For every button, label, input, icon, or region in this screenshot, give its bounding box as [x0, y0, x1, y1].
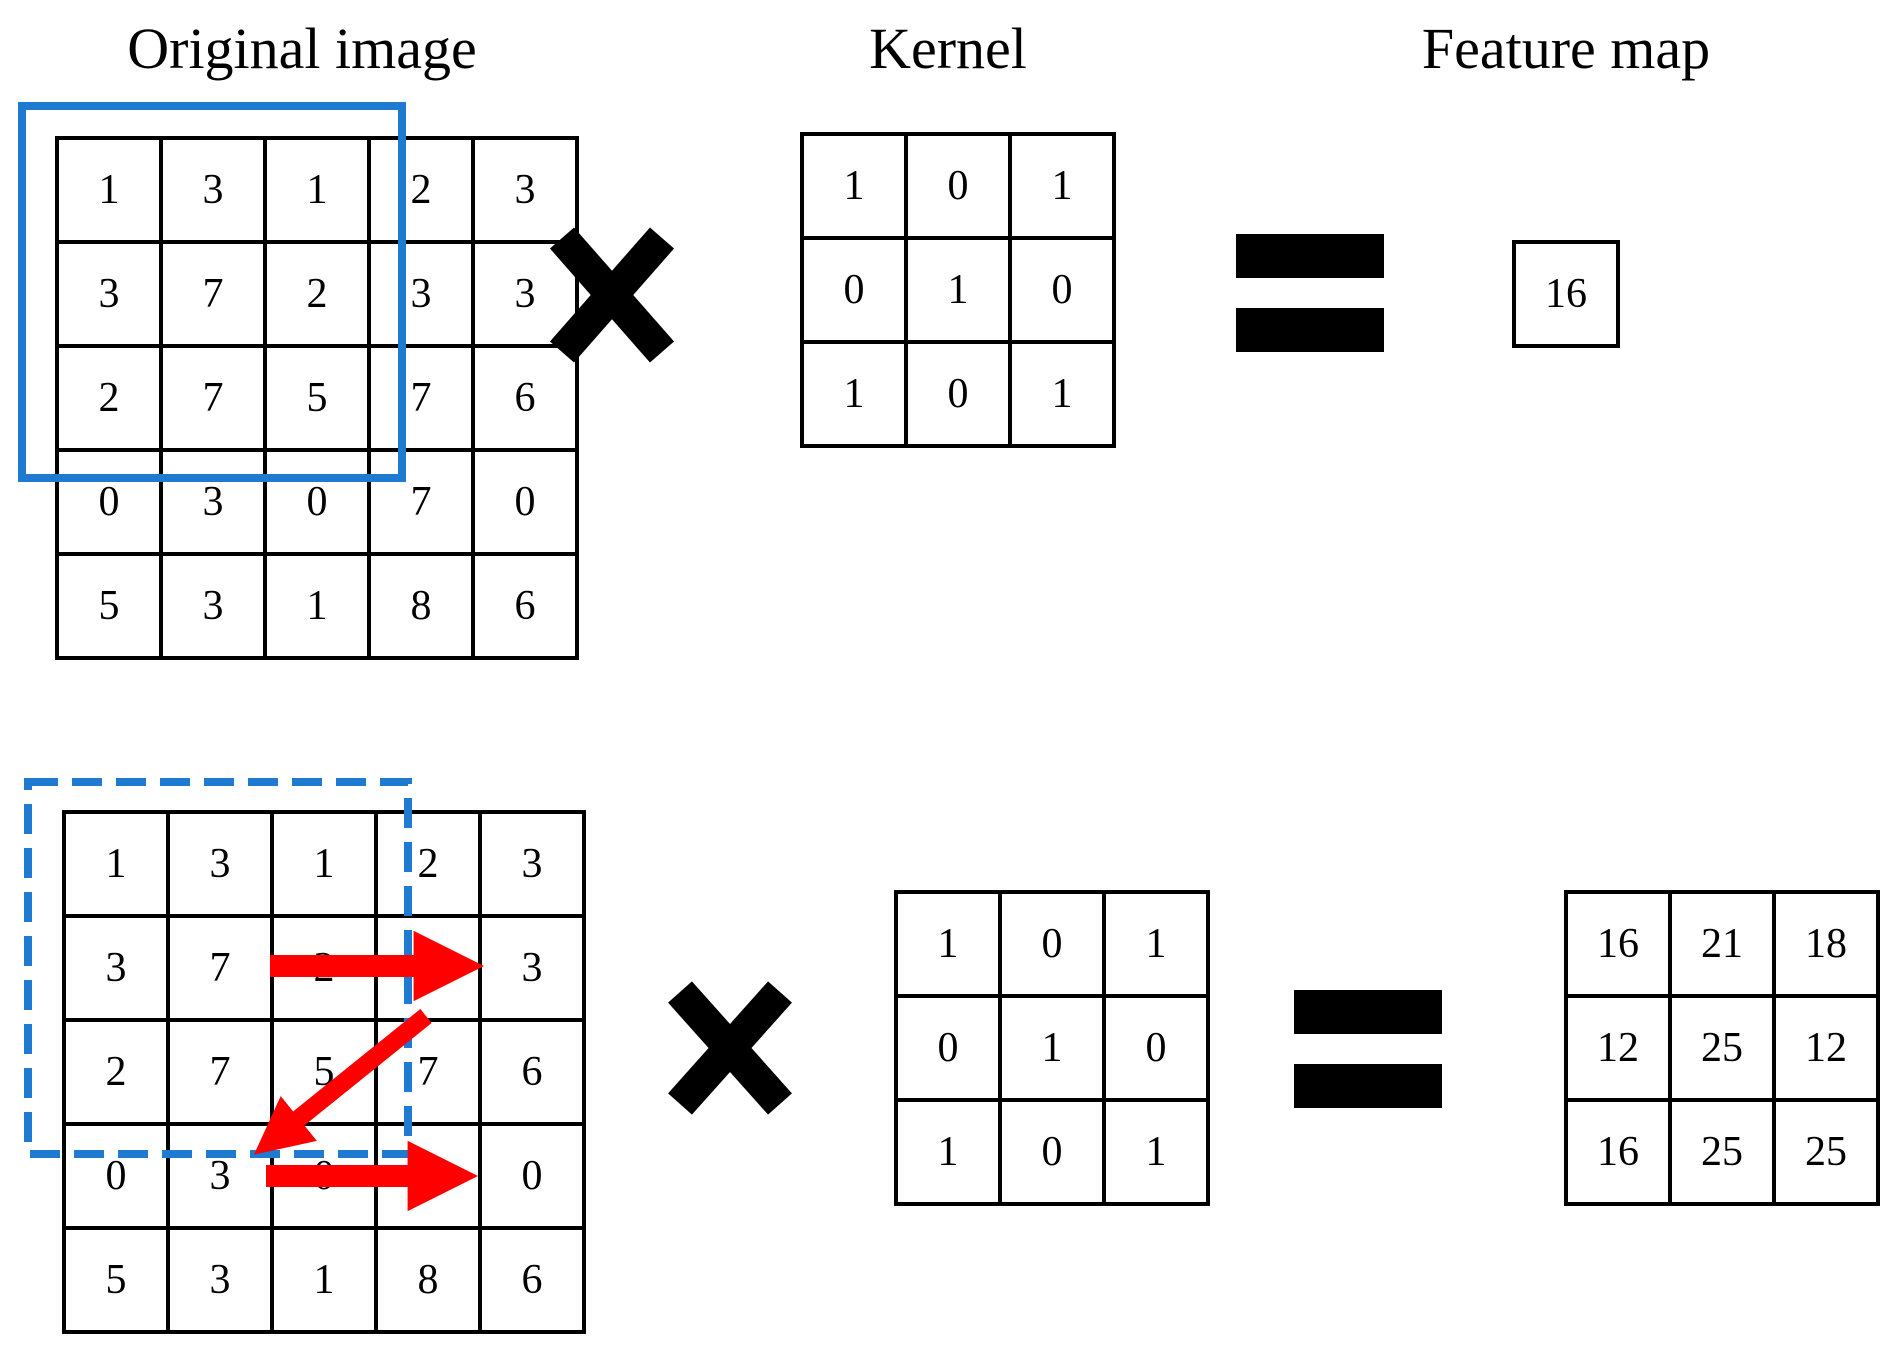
cell-value: 1 — [307, 167, 328, 213]
heading-feature-map: Feature map — [1421, 16, 1711, 81]
cell-value: 0 — [1042, 1129, 1063, 1175]
kernel-window-outline — [18, 102, 406, 482]
cell-value: 0 — [938, 1025, 959, 1071]
cell-value: 0 — [948, 371, 969, 417]
heading-kernel: Kernel — [869, 16, 1027, 81]
grid-cell — [471, 552, 579, 660]
cell-value: 6 — [522, 1257, 543, 1303]
cell-value: 1 — [1052, 163, 1073, 209]
cell-value: 2 — [418, 841, 439, 887]
cell-value: 3 — [210, 1153, 231, 1199]
cell-value: 1 — [99, 167, 120, 213]
cell-value: 1 — [314, 841, 335, 887]
cell-value: 1 — [106, 841, 127, 887]
cell-value: 25 — [1701, 1025, 1743, 1071]
cell-value: 0 — [515, 479, 536, 525]
cell-value: 3 — [522, 841, 543, 887]
cell-value: 7 — [411, 479, 432, 525]
grid-cell — [1102, 1098, 1210, 1206]
cell-value: 21 — [1701, 921, 1743, 967]
cell-value: 8 — [411, 583, 432, 629]
feature-map-grid: 16 21 18 12 25 12 16 25 25 — [1564, 890, 1880, 1206]
cell-value: 16 — [1597, 921, 1639, 967]
cell-value: 3 — [210, 841, 231, 887]
feature-map-single-cell: 16 — [1512, 240, 1620, 348]
multiply-icon — [549, 227, 675, 363]
heading-original-image: Original image — [127, 16, 477, 81]
original-image-grid: 1 3 1 2 3 3 7 2 3 3 2 7 5 7 6 0 3 0 7 0 5 3 1 8 6 — [55, 136, 579, 660]
cell-value: 5 — [307, 375, 328, 421]
cell-value: 0 — [1146, 1025, 1167, 1071]
equals-icon — [1236, 234, 1384, 352]
cell-value: 2 — [106, 1049, 127, 1095]
cell-value: 3 — [411, 271, 432, 317]
cell-value: 3 — [203, 583, 224, 629]
cell-value: 3 — [99, 271, 120, 317]
cell-value: 7 — [203, 271, 224, 317]
cell-value: 0 — [522, 1153, 543, 1199]
grid-cell — [478, 1226, 586, 1334]
cell-value: 3 — [203, 167, 224, 213]
cell-value: 1 — [314, 1257, 335, 1303]
cell-value: 7 — [203, 375, 224, 421]
cell-value: 12 — [1805, 1025, 1847, 1071]
cell-value: 0 — [844, 267, 865, 313]
cell-value: 0 — [307, 479, 328, 525]
cell-value: 6 — [515, 583, 536, 629]
grid-cell — [1772, 1098, 1880, 1206]
cell-value: 2 — [99, 375, 120, 421]
cell-value: 7 — [210, 945, 231, 991]
cell-value: 0 — [106, 1153, 127, 1199]
sliding-window-outline — [24, 778, 412, 1158]
cell-value: 16 — [1597, 1129, 1639, 1175]
cell-value: 1 — [948, 267, 969, 313]
cell-value: 0 — [1042, 921, 1063, 967]
cell-value: 5 — [106, 1257, 127, 1303]
cell-value: 1 — [938, 1129, 959, 1175]
cell-value: 3 — [522, 945, 543, 991]
cell-value: 1 — [938, 921, 959, 967]
cell-value: 1 — [844, 371, 865, 417]
slide-down-left-arrow — [253, 1008, 432, 1155]
cell-value: 1 — [1146, 1129, 1167, 1175]
cell-value: 12 — [1597, 1025, 1639, 1071]
cell-value: 3 — [106, 945, 127, 991]
cell-value: 2 — [411, 167, 432, 213]
cell-value: 3 — [210, 1257, 231, 1303]
kernel-grid: 1 0 1 0 1 0 1 0 1 — [800, 132, 1116, 448]
cell-value: 7 — [418, 1049, 439, 1095]
cell-value: 3 — [203, 479, 224, 525]
cell-value: 1 — [1146, 921, 1167, 967]
cell-value: 1 — [307, 583, 328, 629]
cell-value: 6 — [522, 1049, 543, 1095]
cell-value: 1 — [1042, 1025, 1063, 1071]
cell-value: 3 — [515, 271, 536, 317]
cell-value: 8 — [418, 1257, 439, 1303]
cell-value: 0 — [948, 163, 969, 209]
cell-value: 25 — [1701, 1129, 1743, 1175]
multiply-icon — [668, 981, 792, 1115]
cell-value: 3 — [515, 167, 536, 213]
cell-value: 1 — [1052, 371, 1073, 417]
cell-value: 5 — [99, 583, 120, 629]
cell-value: 0 — [99, 479, 120, 525]
kernel-grid: 1 0 1 0 1 0 1 0 1 — [894, 890, 1210, 1206]
cell-value: 7 — [210, 1049, 231, 1095]
cell-value: 18 — [1805, 921, 1847, 967]
cell-value: 7 — [411, 375, 432, 421]
grid-cell — [1008, 340, 1116, 448]
grid-cell — [1512, 240, 1620, 348]
cell-value: 0 — [1052, 267, 1073, 313]
cell-value: 6 — [515, 375, 536, 421]
cell-value: 1 — [844, 163, 865, 209]
cell-value: 25 — [1805, 1129, 1847, 1175]
equals-icon — [1294, 990, 1442, 1108]
cell-value: 16 — [1545, 271, 1587, 317]
cell-value: 2 — [307, 271, 328, 317]
